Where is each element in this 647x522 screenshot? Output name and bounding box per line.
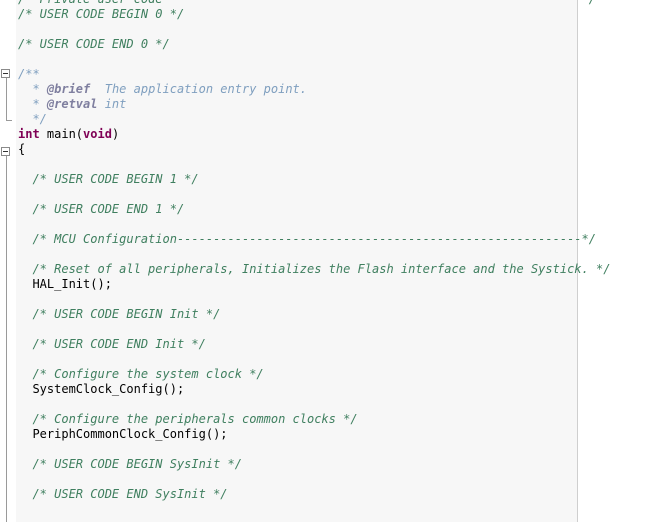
code-line[interactable]: /* MCU Configuration--------------------… (18, 232, 647, 247)
fold-line (6, 156, 7, 522)
code-line[interactable]: /* USER CODE END 1 */ (18, 202, 647, 217)
code-line[interactable]: /* Configure the peripherals common cloc… (18, 412, 647, 427)
code-line[interactable]: /* Reset of all peripherals, Initializes… (18, 262, 647, 277)
code-line[interactable]: /* Configure the system clock */ (18, 367, 647, 382)
comment-text: /* USER CODE BEGIN SysInit */ (18, 457, 242, 471)
fold-end-marker (6, 120, 12, 121)
code-line[interactable] (18, 322, 647, 337)
keyword: void (83, 127, 112, 141)
code-line[interactable]: /** (18, 67, 647, 82)
code-line[interactable]: SystemClock_Config(); (18, 382, 647, 397)
fold-toggle-icon[interactable] (1, 147, 10, 156)
code-line[interactable]: PeriphCommonClock_Config(); (18, 427, 647, 442)
code-line[interactable]: /* USER CODE BEGIN 0 */ (18, 7, 647, 22)
code-line[interactable] (18, 187, 647, 202)
code-line[interactable]: /* USER CODE BEGIN 1 */ (18, 172, 647, 187)
code-line[interactable] (18, 442, 647, 457)
code-line[interactable] (18, 217, 647, 232)
code-text: SystemClock_Config(); (18, 382, 185, 396)
code-editor[interactable] (16, 0, 577, 522)
code-line[interactable] (18, 397, 647, 412)
comment-text: /* USER CODE END SysInit */ (18, 487, 228, 501)
keyword: int (18, 127, 40, 141)
code-line[interactable] (18, 157, 647, 172)
comment-text: /* USER CODE BEGIN 0 */ (18, 7, 185, 21)
code-line[interactable]: /* USER CODE END Init */ (18, 337, 647, 352)
doc-comment-text: int (97, 97, 127, 111)
doc-tag: @retval (46, 97, 98, 111)
code-line[interactable] (18, 292, 647, 307)
code-line[interactable]: */ (18, 112, 647, 127)
code-line[interactable]: /* USER CODE BEGIN Init */ (18, 307, 647, 322)
doc-comment-prefix: * (18, 97, 47, 111)
comment-text: /* USER CODE END Init */ (18, 337, 206, 351)
doc-comment-prefix: * (18, 82, 47, 96)
code-line[interactable]: /* USER CODE END SysInit */ (18, 487, 647, 502)
fold-line (6, 78, 7, 120)
code-line[interactable]: * @retval int (18, 97, 647, 112)
code-line[interactable] (18, 352, 647, 367)
comment-text: /* Reset of all peripherals, Initializes… (18, 262, 611, 276)
function-name: main( (39, 127, 84, 141)
print-margin (577, 0, 578, 522)
code-text: HAL_Init(); (18, 277, 112, 291)
code-line[interactable]: { (18, 142, 647, 157)
code-line[interactable] (18, 502, 647, 517)
fold-toggle-icon[interactable] (1, 69, 10, 78)
code-text: { (18, 142, 26, 156)
code-line[interactable] (18, 472, 647, 487)
code-text-area[interactable]: /* Private user code -------------------… (18, 0, 647, 517)
punctuation: ) (111, 127, 120, 141)
comment-text: /* MCU Configuration--------------------… (18, 232, 596, 246)
code-line[interactable]: /* USER CODE BEGIN SysInit */ (18, 457, 647, 472)
comment-text: /* USER CODE BEGIN 1 */ (18, 172, 199, 186)
comment-text: /* Private user code -------------------… (18, 0, 596, 6)
comment-text: /* USER CODE END 1 */ (18, 202, 185, 216)
editor-gutter[interactable] (0, 0, 14, 522)
doc-comment-text: */ (18, 112, 47, 126)
comment-text: /* USER CODE END 0 */ (18, 37, 170, 51)
code-line[interactable] (18, 247, 647, 262)
code-line[interactable]: HAL_Init(); (18, 277, 647, 292)
doc-comment-text: /** (18, 67, 40, 81)
comment-text: /* Configure the peripherals common cloc… (18, 412, 358, 426)
code-line[interactable]: int main(void) (18, 127, 647, 142)
doc-comment-text: The application entry point. (90, 82, 308, 96)
code-line[interactable]: * @brief The application entry point. (18, 82, 647, 97)
code-text: PeriphCommonClock_Config(); (18, 427, 228, 441)
code-line[interactable]: /* Private user code -------------------… (18, 0, 647, 7)
code-line[interactable] (18, 22, 647, 37)
code-line[interactable]: /* USER CODE END 0 */ (18, 37, 647, 52)
code-line[interactable] (18, 52, 647, 67)
comment-text: /* Configure the system clock */ (18, 367, 264, 381)
comment-text: /* USER CODE BEGIN Init */ (18, 307, 221, 321)
doc-tag: @brief (46, 82, 91, 96)
